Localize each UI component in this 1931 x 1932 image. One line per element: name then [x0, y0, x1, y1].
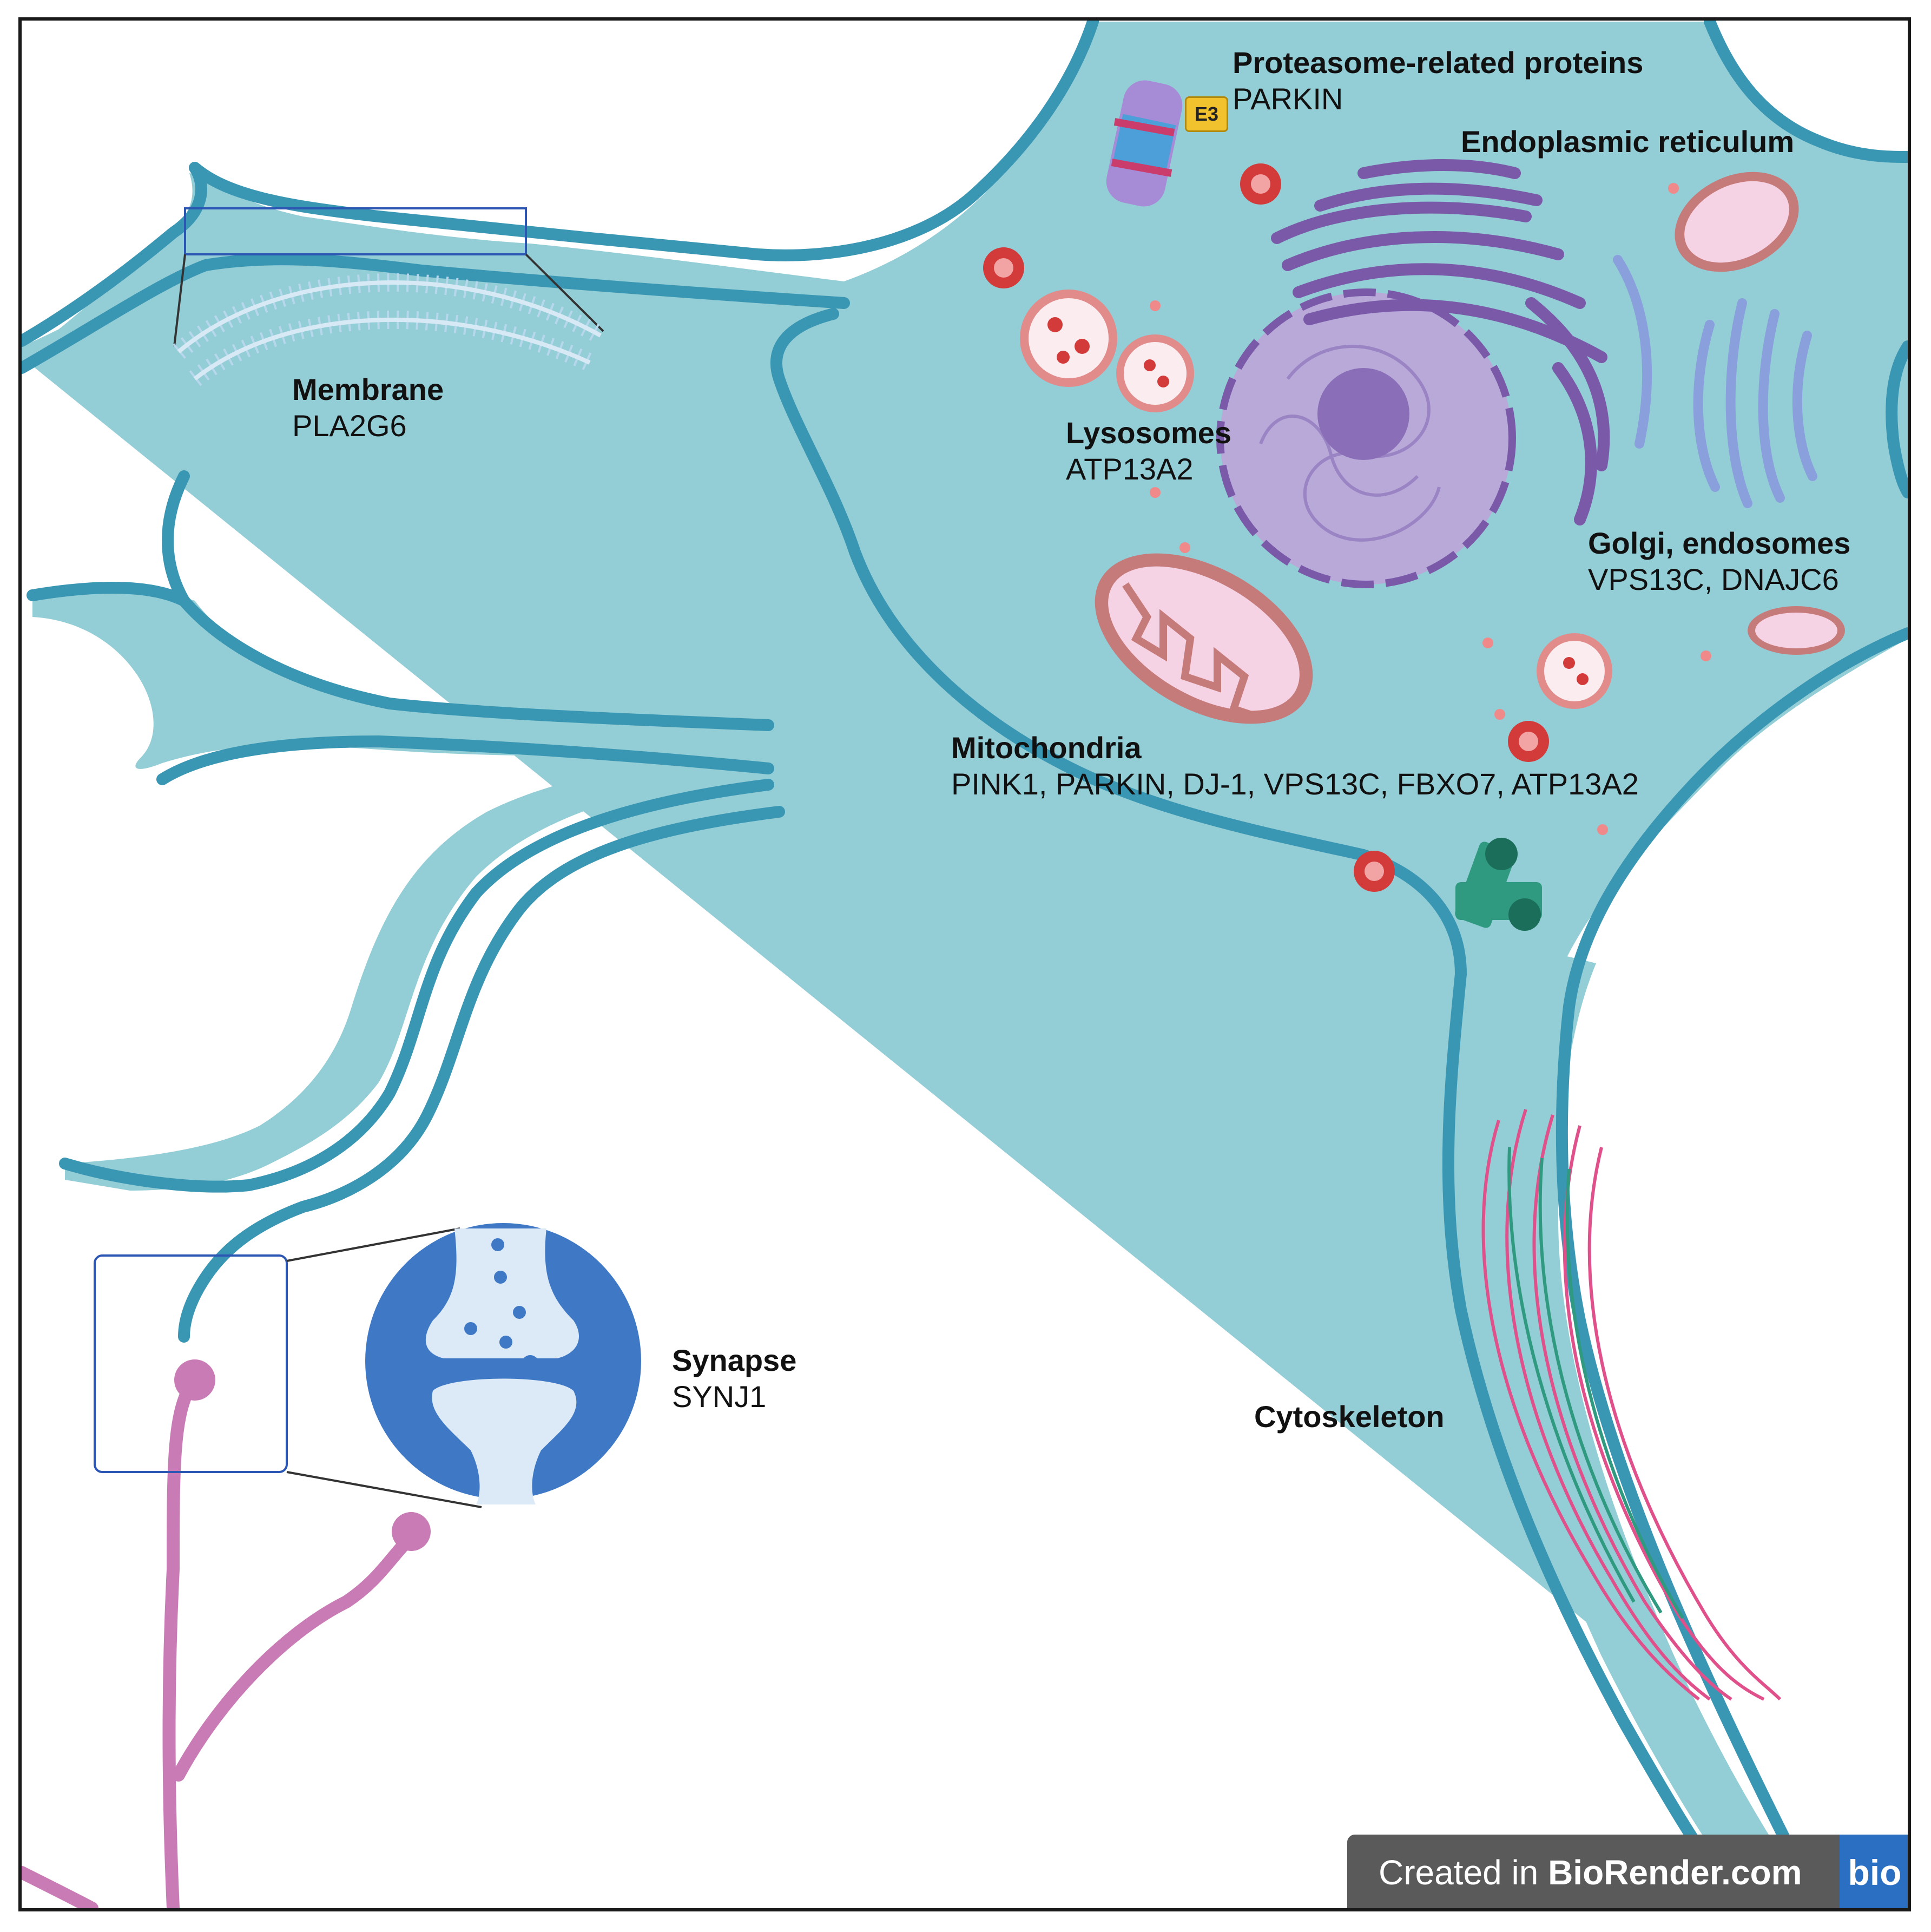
- membrane-label: Membrane PLA2G6: [292, 371, 444, 444]
- golgi-title: Golgi, endosomes: [1588, 526, 1851, 560]
- endoplasmic-reticulum: [1271, 159, 1610, 525]
- badge-brand: BioRender.com: [1548, 1853, 1802, 1892]
- proteasome-label: Proteasome-related proteins PARKIN: [1233, 44, 1643, 117]
- axon-terminal: [22, 1359, 431, 1908]
- vesicles: [983, 163, 1711, 892]
- mitochondria-genes: PINK1, PARKIN, DJ-1, VPS13C, FBXO7, ATP1…: [951, 767, 1639, 801]
- er-label: Endoplasmic reticulum: [1461, 123, 1794, 160]
- golgi-label: Golgi, endosomes VPS13C, DNAJC6: [1588, 525, 1850, 597]
- microtubules: [1455, 838, 1542, 931]
- badge-text: Created in BioRender.com: [1379, 1852, 1802, 1892]
- mitochondrion-large: [1095, 553, 1313, 724]
- mitochondria-label: Mitochondria PINK1, PARKIN, DJ-1, VPS13C…: [951, 730, 1639, 802]
- membrane-genes: PLA2G6: [292, 409, 407, 443]
- lysosomes: [1020, 290, 1612, 709]
- badge-prefix: Created in: [1379, 1853, 1548, 1892]
- golgi-genes: VPS13C, DNAJC6: [1588, 562, 1839, 597]
- mitochondria-title: Mitochondria: [951, 731, 1142, 765]
- nucleus: [1216, 288, 1516, 588]
- lysosomes-label: Lysosomes ATP13A2: [1066, 415, 1231, 487]
- lysosomes-genes: ATP13A2: [1066, 452, 1194, 487]
- synapse-zoom: [94, 1223, 641, 1508]
- cytoskeleton-label: Cytoskeleton: [1254, 1398, 1445, 1435]
- membrane-bilayer-inset: [173, 207, 605, 386]
- proteasome: [1106, 80, 1183, 207]
- biorender-badge[interactable]: Created in BioRender.com bio: [1347, 1835, 1910, 1910]
- golgi-apparatus: [1613, 255, 1817, 508]
- mitochondrion-small-right: [1748, 606, 1845, 655]
- proteasome-title: Proteasome-related proteins: [1233, 45, 1644, 80]
- synapse-title: Synapse: [672, 1343, 797, 1377]
- er-title: Endoplasmic reticulum: [1461, 124, 1795, 159]
- proteasome-genes: PARKIN: [1233, 82, 1343, 116]
- synapse-label: Synapse SYNJ1: [672, 1342, 796, 1415]
- lysosomes-title: Lysosomes: [1066, 416, 1232, 450]
- biorender-logo: bio: [1840, 1835, 1910, 1910]
- membrane-title: Membrane: [292, 372, 444, 406]
- cytoskeleton-title: Cytoskeleton: [1254, 1399, 1445, 1434]
- cell-membrane-outline: [22, 21, 1908, 1908]
- e3-ligase-tag: E3: [1185, 96, 1228, 132]
- cytoskeleton-fibers: [1481, 1109, 1782, 1701]
- synapse-genes: SYNJ1: [672, 1379, 767, 1414]
- mitochondrion-small-top: [1675, 172, 1799, 272]
